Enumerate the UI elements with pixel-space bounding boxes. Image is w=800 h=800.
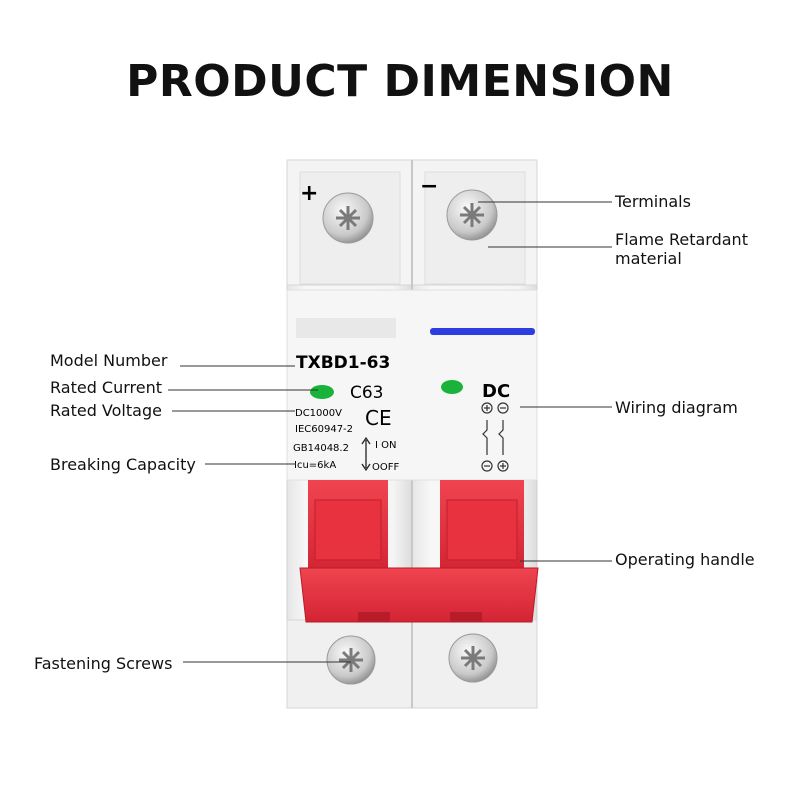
blue-stripe [430, 328, 535, 335]
model-text: TXBD1-63 [296, 353, 390, 373]
plus-sign: + [300, 181, 318, 206]
voltage-text: DC1000V [295, 408, 342, 419]
top-screw-right-icon [446, 189, 498, 241]
indicator-left [310, 385, 334, 399]
page-title: PRODUCT DIMENSION [126, 56, 674, 107]
label-fastening-screws: Fastening Screws [34, 654, 173, 673]
current-text: C63 [350, 383, 384, 403]
standard1-text: IEC60947-2 [295, 424, 353, 435]
label-flame-retardant: Flame Retardant [615, 230, 748, 249]
label-rated-voltage: Rated Voltage [50, 401, 162, 420]
label-wiring-diagram: Wiring diagram [615, 398, 738, 417]
dc-label: DC [482, 381, 510, 402]
on-label: I ON [375, 440, 396, 451]
bottom-screw-right-icon [448, 633, 498, 683]
label-flame-material: material [615, 249, 682, 268]
handle-tie-bar [299, 567, 539, 623]
bottom-screw-left-icon [326, 635, 376, 685]
standard2-text: GB14048.2 [293, 443, 349, 454]
handle-left [308, 480, 388, 572]
off-label: OOFF [372, 462, 399, 473]
label-operating-handle: Operating handle [615, 550, 755, 569]
on-off-arrow-icon [361, 436, 371, 472]
ce-mark: CE [365, 406, 392, 430]
label-model-number: Model Number [50, 351, 168, 370]
minus-sign: − [420, 174, 438, 199]
indicator-right [441, 380, 463, 394]
handle-right [440, 480, 524, 572]
breaking-text: Icu=6kA [294, 460, 336, 471]
label-breaking-capacity: Breaking Capacity [50, 455, 196, 474]
label-rated-current: Rated Current [50, 378, 163, 397]
wiring-diagram-icon [481, 402, 509, 472]
label-terminals: Terminals [615, 192, 691, 211]
leader-lines [168, 201, 612, 663]
top-screw-left-icon [322, 192, 374, 244]
